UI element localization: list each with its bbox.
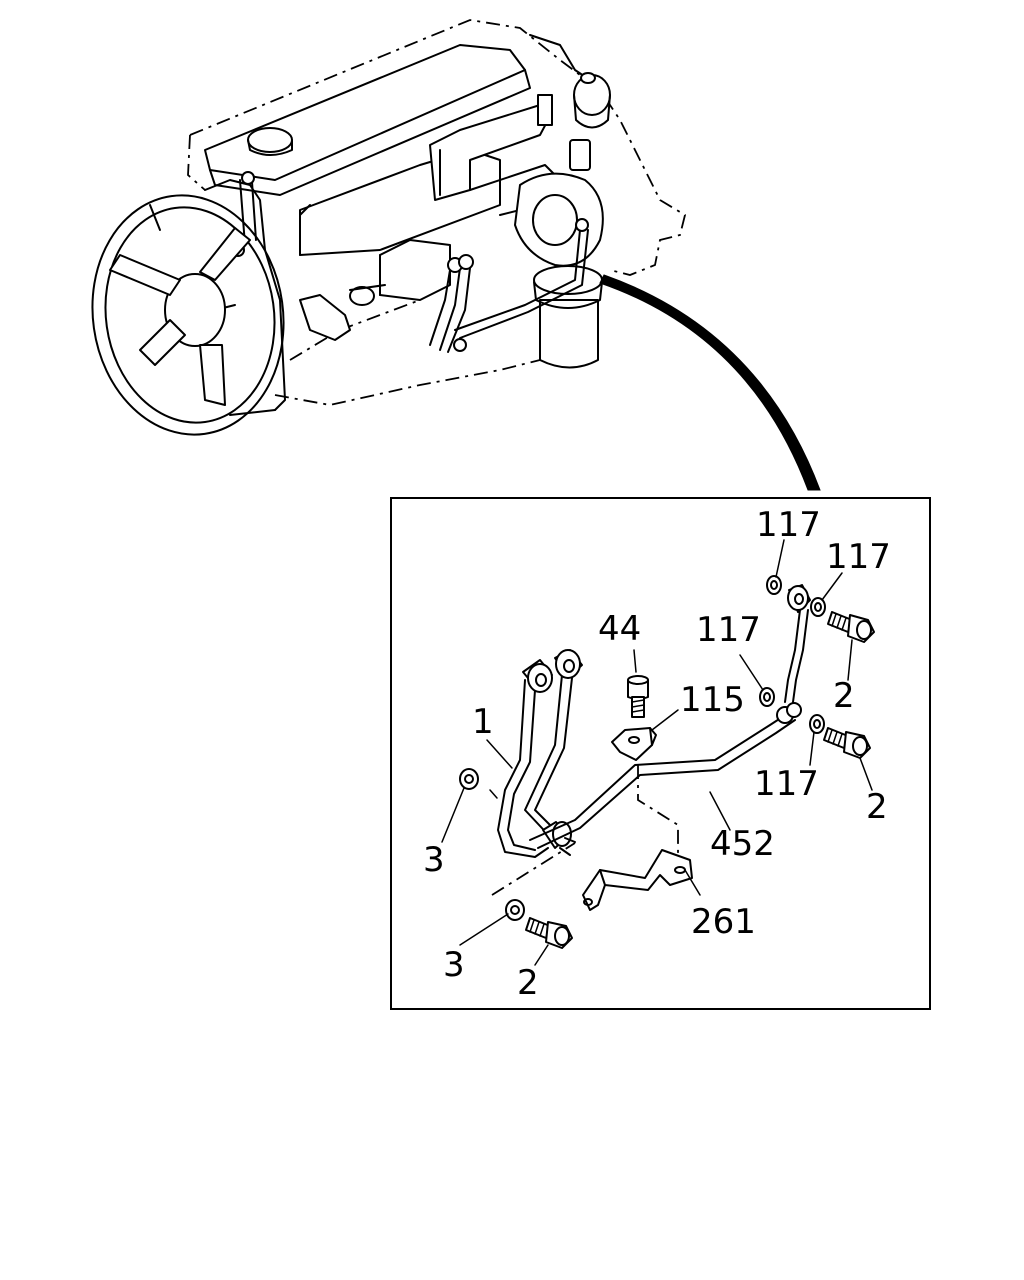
label-2-upper: 2: [833, 676, 855, 716]
callout-labels: 117 117 117 117 44 115 1 2 2 2 3 3 452 2…: [423, 505, 891, 1003]
detail-parts: [441, 539, 875, 966]
bolt-2-upper: [827, 611, 875, 643]
label-117-lower: 117: [754, 764, 819, 804]
label-2-lower: 2: [517, 963, 539, 1003]
detail-pointer: [599, 274, 821, 491]
label-115: 115: [680, 680, 745, 720]
bolt-2-middle: [823, 727, 871, 759]
label-261: 261: [691, 902, 756, 942]
engine-illustration: [91, 19, 687, 436]
label-1: 1: [472, 702, 494, 742]
label-117-right: 117: [826, 537, 891, 577]
label-3-lower: 3: [443, 945, 465, 985]
label-2-middle: 2: [866, 787, 888, 827]
label-117-top: 117: [756, 505, 821, 545]
label-117-mid: 117: [696, 610, 761, 650]
detail-frame: [390, 497, 931, 1010]
bolt-2-lower: [525, 917, 573, 949]
label-452: 452: [710, 824, 775, 864]
label-44: 44: [598, 609, 641, 649]
label-3-upper: 3: [423, 840, 445, 880]
